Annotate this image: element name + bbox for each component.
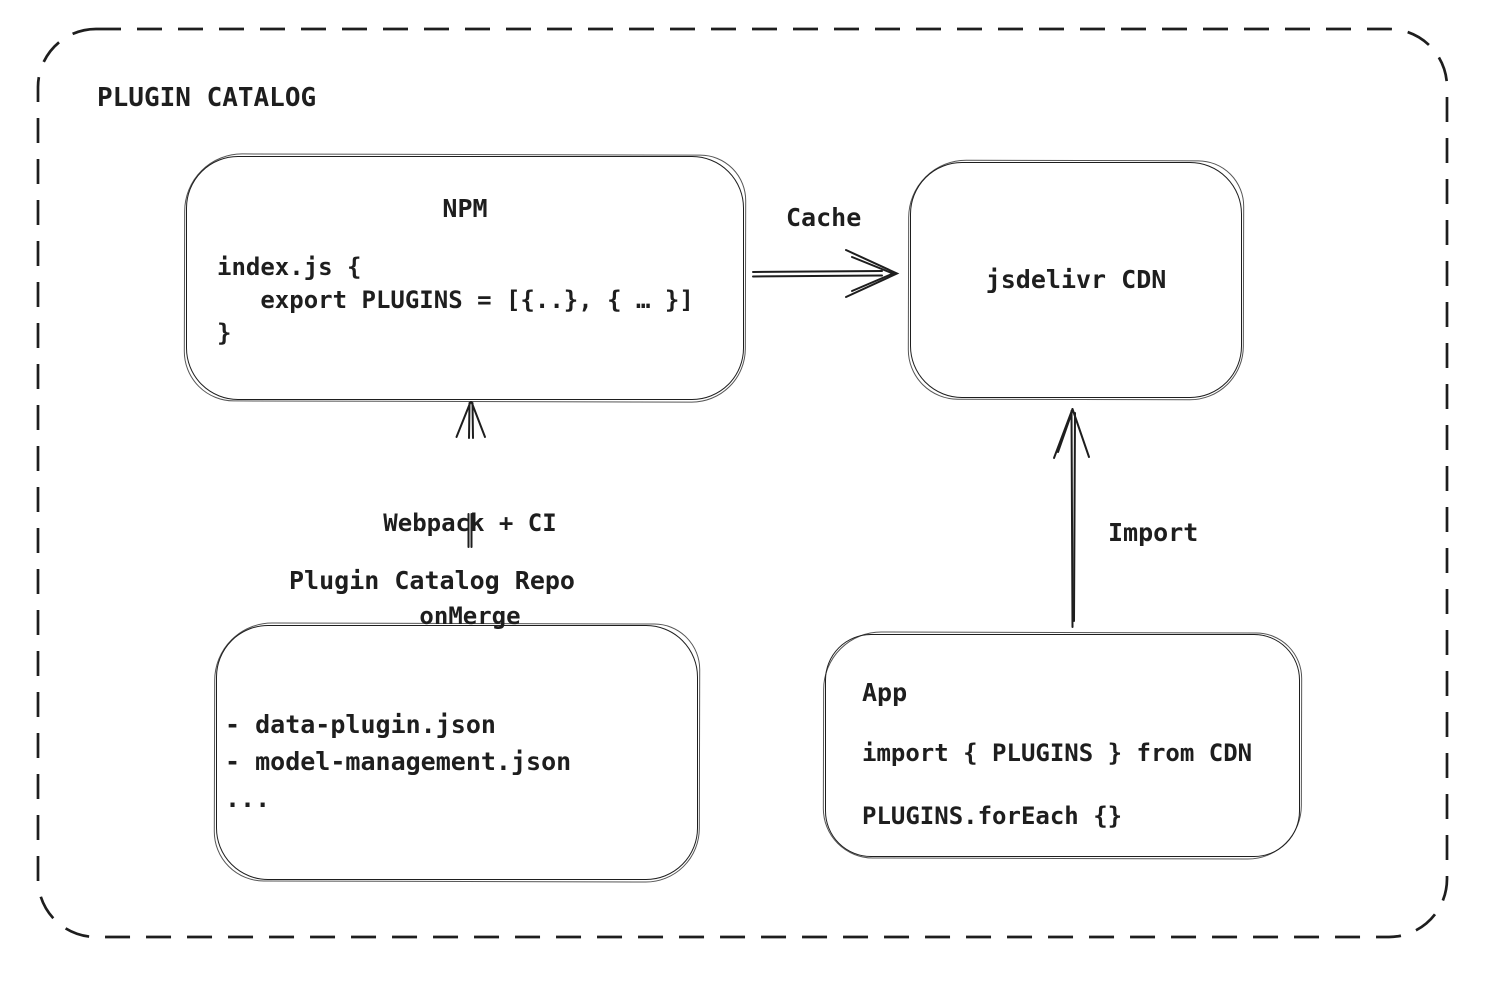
npm-code-line: export PLUGINS = [{..}, { … }]: [217, 286, 694, 314]
app-code-line: PLUGINS.forEach {}: [862, 802, 1123, 830]
repo-heading: Plugin Catalog Repo: [289, 566, 575, 595]
cdn-box-heading: jsdelivr CDN: [985, 265, 1167, 294]
npm-code-line: }: [217, 319, 232, 347]
repo-file-item: - data-plugin.json: [225, 710, 496, 739]
import-arrow: [1053, 408, 1090, 628]
repo-file-list: - data-plugin.json - model-management.js…: [225, 706, 697, 817]
cache-arrow: [752, 249, 900, 298]
app-box-heading: App: [862, 678, 908, 707]
npm-code-block: index.js { export PLUGINS = [{..}, { … }…: [217, 251, 743, 350]
npm-box-heading: NPM: [442, 194, 488, 223]
repo-box: - data-plugin.json - model-management.js…: [216, 625, 698, 880]
npm-code-line: index.js {: [217, 253, 362, 281]
repo-file-item: ...: [225, 784, 271, 813]
npm-box: NPM index.js { export PLUGINS = [{..}, {…: [186, 156, 744, 400]
app-box: App import { PLUGINS } from CDN PLUGINS.…: [825, 634, 1300, 857]
webpack-arrow-label-line1: Webpack + CI: [383, 509, 557, 537]
repo-file-item: - model-management.json: [225, 747, 572, 776]
cdn-box: jsdelivr CDN: [910, 162, 1242, 398]
app-box-content: App import { PLUGINS } from CDN PLUGINS.…: [862, 679, 1299, 833]
app-code-line: import { PLUGINS } from CDN: [862, 739, 1253, 767]
cache-arrow-label: Cache: [786, 203, 862, 232]
import-arrow-label: Import: [1108, 518, 1199, 547]
diagram-title: PLUGIN CATALOG: [97, 83, 317, 113]
